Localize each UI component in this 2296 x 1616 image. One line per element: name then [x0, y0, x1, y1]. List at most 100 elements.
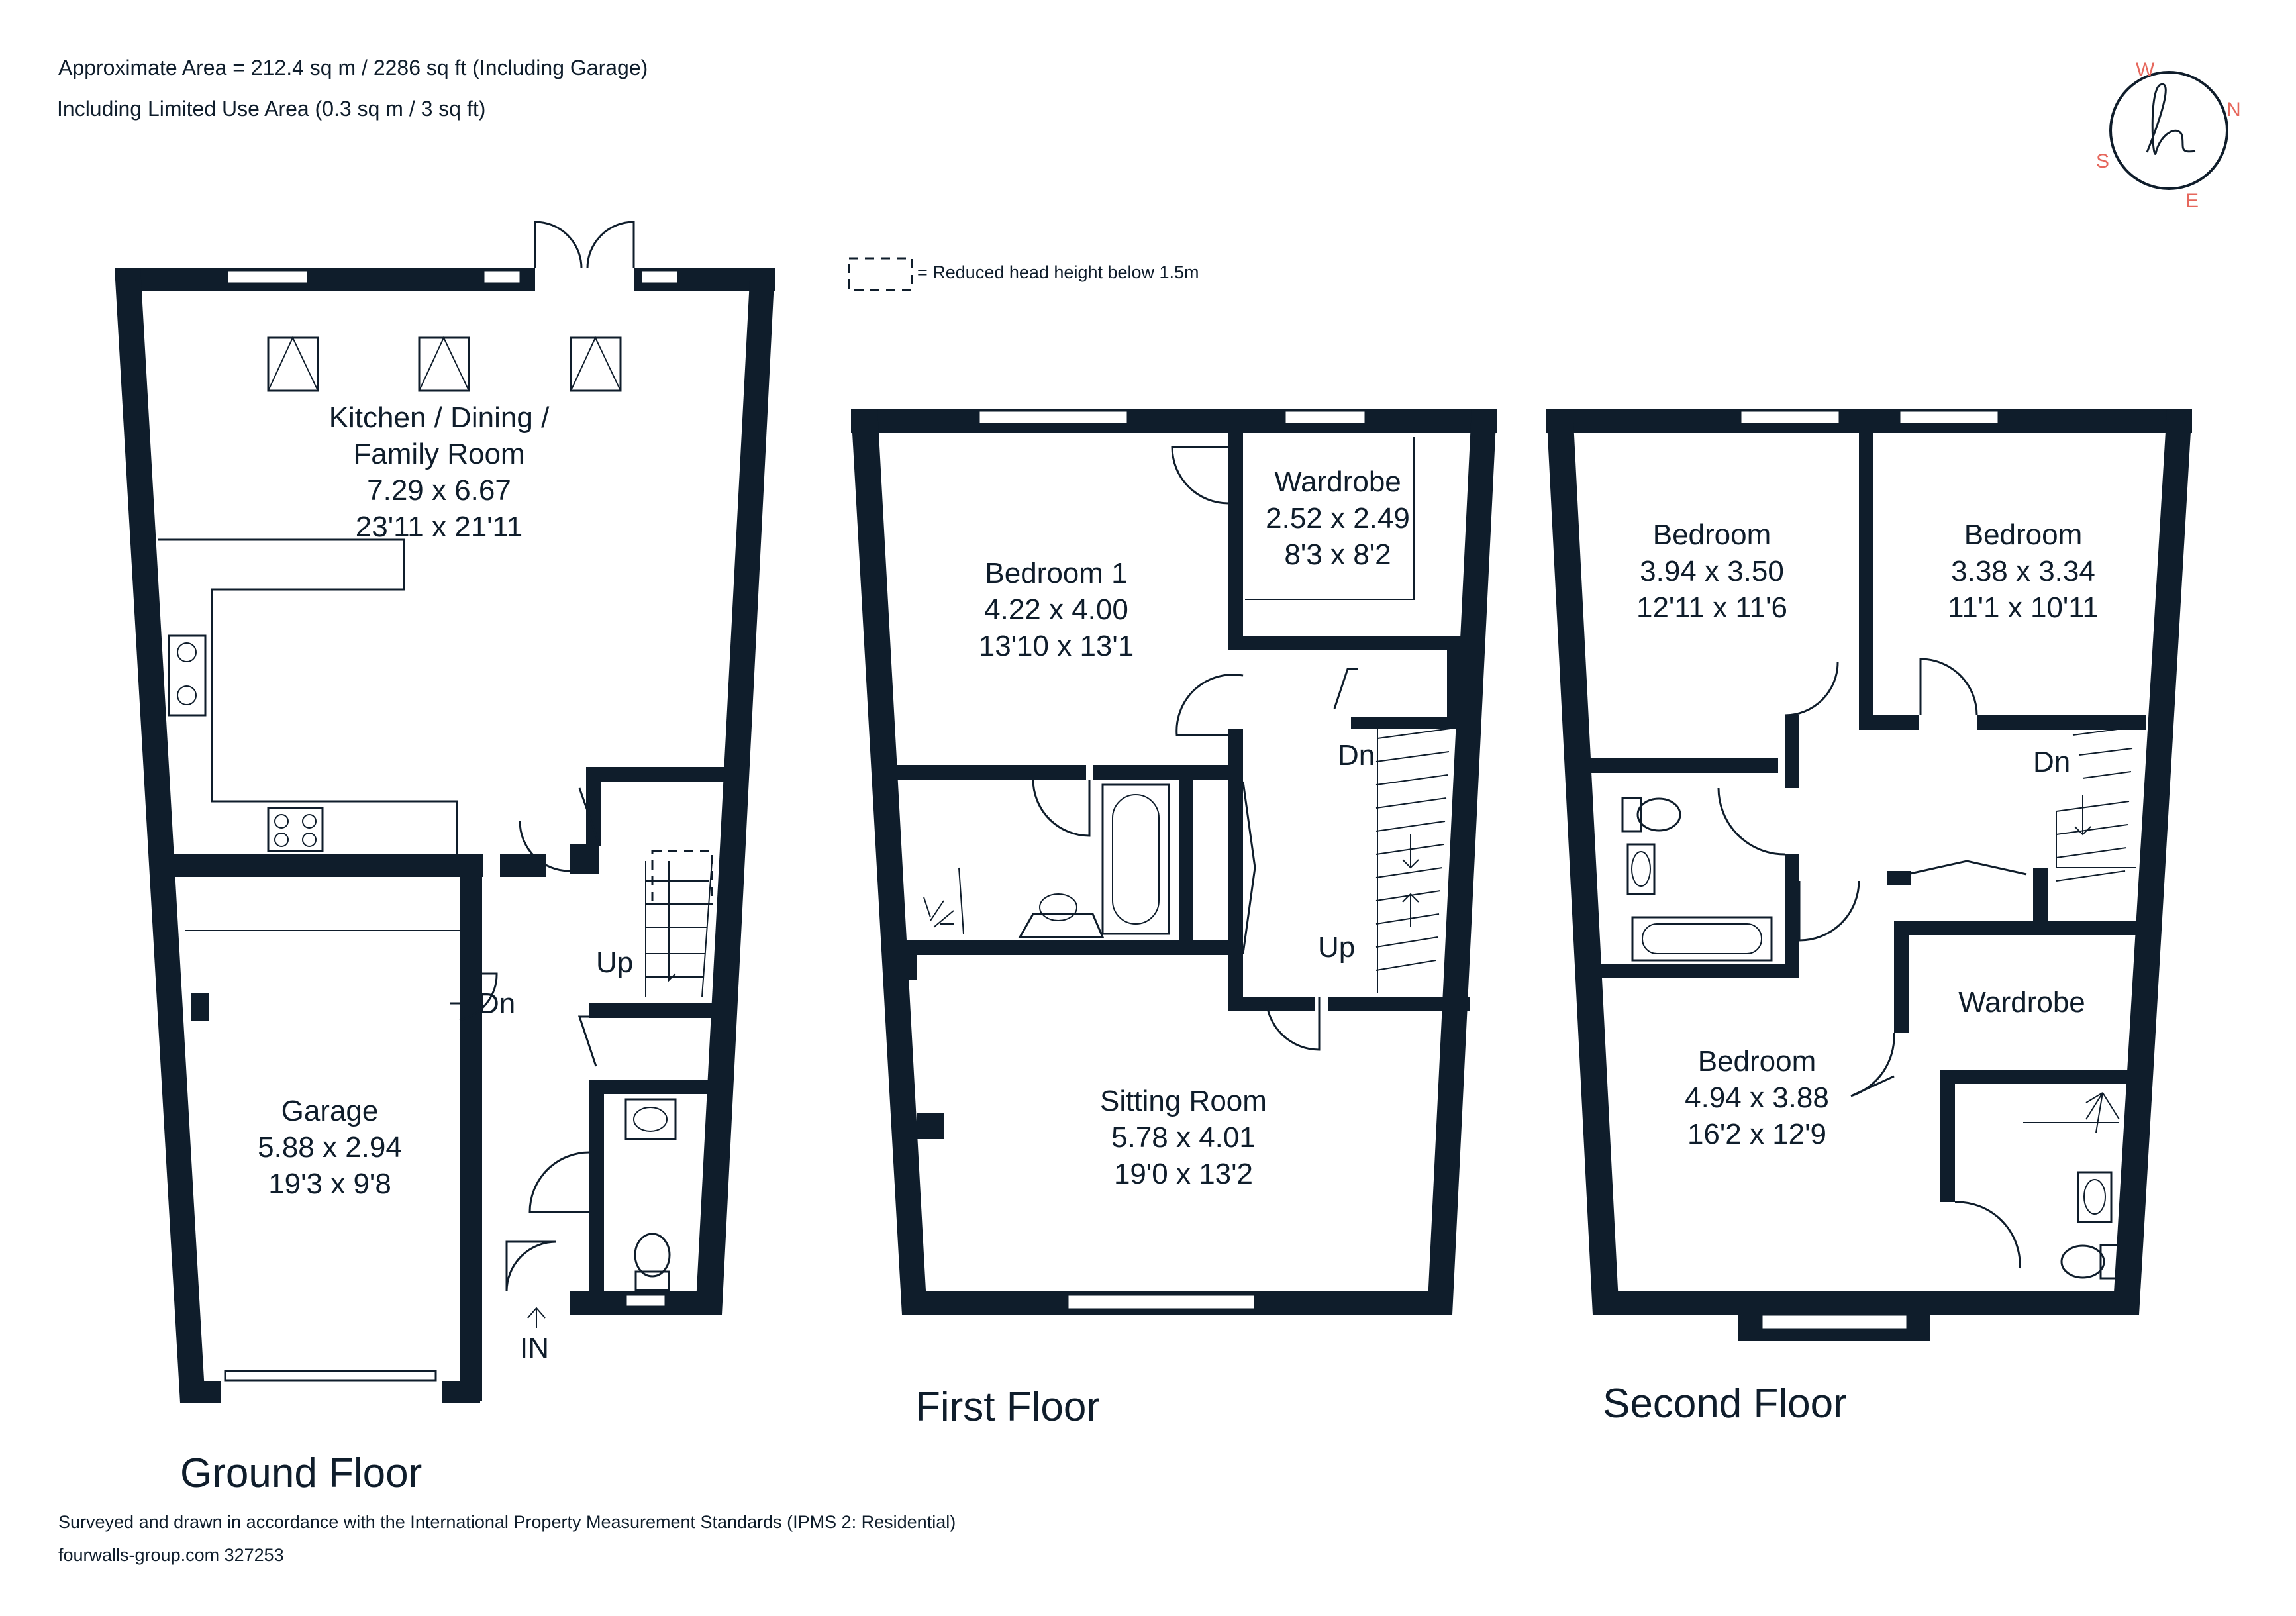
standards-note: Surveyed and drawn in accordance with th… [58, 1512, 956, 1532]
ff-top-wall [851, 409, 1497, 433]
gf-french-door-left [534, 221, 583, 269]
sf-bedroom-b-door [1919, 658, 1978, 716]
sf-bedroom-a-metric: 3.94 x 3.50 [1640, 555, 1784, 587]
sf-bedroom-c-door [1850, 1033, 1895, 1097]
ff-bedroom-bottom-wall-2 [1093, 765, 1228, 780]
garage-metric: 5.88 x 2.94 [258, 1131, 402, 1164]
kitchen-metric: 7.29 x 6.67 [367, 474, 511, 507]
first-floor-title: First Floor [915, 1384, 1100, 1430]
gf-cupboard-top-wall [589, 1003, 719, 1018]
compass-logo: W N S E [2096, 59, 2241, 212]
compass-east: E [2185, 190, 2199, 212]
bath-icon [1101, 783, 1170, 935]
gf-window-2 [482, 269, 522, 285]
gf-store-top-wall [586, 767, 725, 782]
bedroom1-imperial: 13'10 x 13'1 [979, 630, 1134, 662]
sf-cupboard-door [1798, 880, 1860, 942]
sf-bedroom-a-imperial: 12'11 x 11'6 [1636, 591, 1787, 624]
ff-wardrobe-metric: 2.52 x 2.49 [1266, 502, 1410, 534]
gf-top-wall-left [115, 268, 535, 291]
sf-toilet-icon [1621, 797, 1681, 833]
ff-wardrobe-door [1171, 446, 1229, 505]
ff-landing-left-wall [1228, 729, 1243, 1000]
sf-window-3 [1760, 1313, 1909, 1331]
sf-bedroom-c-metric: 4.94 x 3.88 [1685, 1082, 1829, 1114]
skylights [267, 336, 622, 392]
front-door [505, 1240, 557, 1292]
kitchen-name-1: Kitchen / Dining / [329, 401, 550, 434]
ff-double-door [1242, 781, 1256, 954]
sitting-metric: 5.78 x 4.01 [1111, 1121, 1256, 1154]
reduced-height-legend: = Reduced head height below 1.5m [848, 257, 1199, 291]
area-summary: Approximate Area = 212.4 sq m / 2286 sq … [58, 56, 648, 79]
sf-bedroom-c-imperial: 16'2 x 12'9 [1687, 1118, 1826, 1150]
sf-bedroom-a-bottom [1583, 758, 1778, 773]
gf-bottom-wall-left [180, 1381, 221, 1403]
wc-window [624, 1293, 667, 1308]
ff-sitting-wall-1 [1228, 997, 1315, 1011]
ff-window-2 [1283, 409, 1367, 425]
compass-south: S [2096, 150, 2109, 172]
hob-icon [267, 807, 324, 852]
sf-bathroom-bottom-wall [1586, 964, 1799, 978]
sf-bedroom-a-door [1784, 662, 1839, 717]
ground-floor-title: Ground Floor [180, 1450, 422, 1496]
compass-north: N [2226, 99, 2241, 121]
sf-stair-wall [2033, 868, 2048, 927]
gf-right-wall [695, 268, 775, 1315]
compass-west: W [2136, 59, 2155, 81]
sf-ensuite-top-wall [1940, 1070, 2132, 1084]
hall-door-1 [519, 821, 570, 872]
ff-wardrobe-left-wall [1228, 430, 1243, 646]
ff-up-label: Up [1318, 931, 1355, 964]
ff-window-3 [1066, 1293, 1256, 1311]
ff-pier-1 [887, 940, 917, 980]
ff-bedroom-bottom-wall-1 [891, 765, 1086, 780]
toilet-icon [634, 1233, 671, 1291]
store-door [578, 787, 601, 846]
garage-name: Garage [281, 1095, 379, 1127]
sitting-imperial: 19'0 x 13'2 [1114, 1158, 1253, 1190]
sf-wall-stub-1 [1785, 715, 1799, 788]
sf-window-1 [1739, 409, 1841, 425]
shower-icon [923, 867, 964, 934]
ff-pier-2 [917, 1113, 944, 1139]
gf-wc-top-wall [589, 1080, 719, 1094]
ff-bathroom-bottom-wall [891, 940, 1228, 955]
ff-window-1 [977, 409, 1129, 425]
ff-wardrobe-imperial: 8'3 x 8'2 [1284, 538, 1391, 571]
sf-bedroom-b-bottom-2 [1977, 715, 2146, 730]
gf-left-wall [115, 268, 205, 1403]
gf-garage-top-wall [172, 854, 483, 877]
sf-wardrobe-sliding-door [1907, 860, 2027, 876]
sf-top-wall [1546, 409, 2192, 433]
second-floor-title: Second Floor [1603, 1381, 1847, 1427]
sf-bathroom-right-wall [1785, 854, 1799, 974]
ff-sitting-door [1265, 996, 1321, 1051]
ff-bathroom-door [1032, 779, 1091, 837]
ff-stair-right-wall [1447, 650, 1462, 723]
gf-garage-right-wall [460, 858, 482, 1401]
sf-bathroom-door [1717, 787, 1785, 856]
entrance-label: IN [520, 1332, 549, 1364]
gf-french-door-right [586, 221, 635, 269]
gf-up-label: Up [596, 946, 633, 979]
gf-window-1 [226, 269, 309, 285]
sf-ensuite-door [1954, 1201, 2021, 1269]
wc-door [528, 1151, 590, 1213]
ensuite-basin-icon [2077, 1171, 2113, 1223]
sf-wardrobe-left-wall [1894, 921, 1909, 1033]
ff-stair-top-wall [1351, 717, 1470, 729]
gf-wc-left-wall [589, 1080, 604, 1305]
ff-bathroom-right-wall [1179, 765, 1193, 954]
sf-bedroom-a-name: Bedroom [1653, 519, 1772, 551]
sf-left-wall [1546, 409, 1619, 1315]
garage-imperial: 19'3 x 9'8 [268, 1168, 391, 1200]
sf-ensuite-left-wall [1940, 1070, 1955, 1202]
gf-column [570, 844, 599, 874]
ff-left-wall [851, 409, 927, 1315]
limited-use-area: Including Limited Use Area (0.3 sq m / 3… [57, 97, 485, 121]
ensuite-shower-icon [2023, 1092, 2120, 1133]
gf-garage-pier [191, 993, 209, 1021]
garage-door [224, 1370, 437, 1382]
